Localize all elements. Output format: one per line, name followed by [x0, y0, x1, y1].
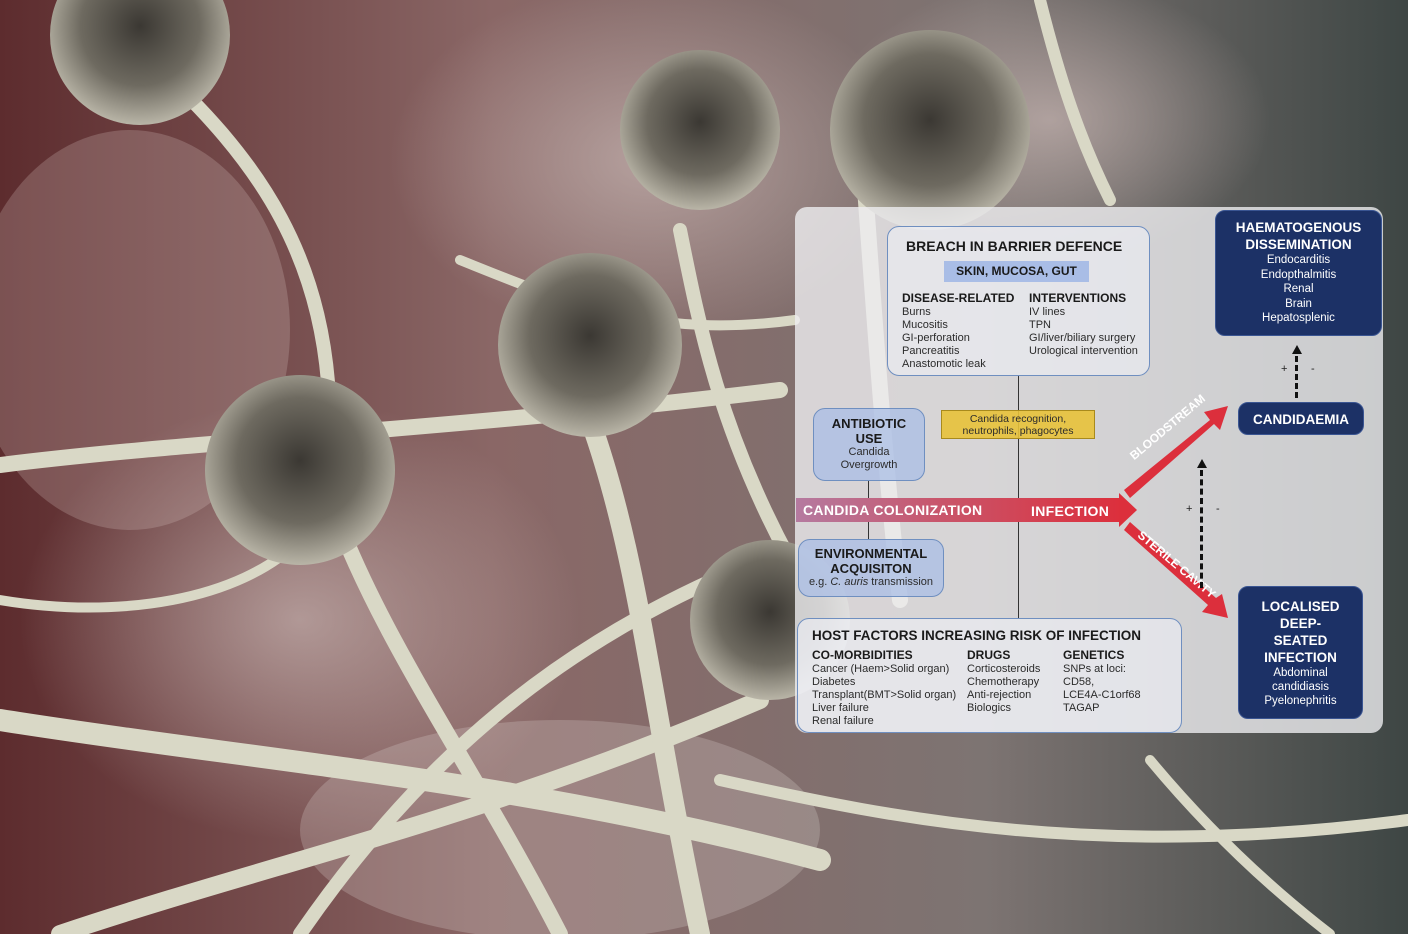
barrier-subtitle: SKIN, MUCOSA, GUT [956, 264, 1077, 278]
haematogenous-item: Hepatosplenic [1262, 312, 1335, 324]
dissemination-dashed-line [1295, 356, 1298, 398]
barrier-defence-box [887, 226, 1150, 376]
candidaemia-title: CANDIDAEMIA [1253, 412, 1349, 427]
colonization-label: CANDIDA COLONIZATION [803, 502, 983, 518]
haematogenous-item: Renal [1283, 283, 1314, 295]
intervention-item: GI/liver/biliary surgery [1029, 332, 1136, 344]
localised-title-2: DEEP- [1279, 616, 1322, 631]
comorbidities-header: CO-MORBIDITIES [812, 648, 913, 662]
haematogenous-title-1: HAEMATOGENOUS [1235, 220, 1362, 235]
localised-title-3: SEATED [1273, 633, 1328, 648]
comorbidity-item: Liver failure [812, 702, 869, 714]
antibiotic-title-1: ANTIBIOTIC [831, 416, 907, 431]
candidaemia-dashed-line [1200, 470, 1203, 588]
environmental-sub-prefix: e.g. [808, 576, 831, 588]
genetics-item: TAGAP [1063, 702, 1100, 714]
genetics-column: GENETICS SNPs at loci: CD58, LCE4A-C1orf… [1063, 648, 1141, 715]
localised-item: Pyelonephritis [1264, 695, 1337, 707]
plus-sign: + [1281, 363, 1288, 375]
environmental-title-1: ENVIRONMENTAL [814, 546, 928, 561]
drug-item: Biologics [967, 702, 1012, 714]
antibiotic-use-box [813, 408, 925, 481]
environmental-sub: e.g. C. auris transmission [798, 576, 944, 589]
antibiotic-sub-1: Candida [848, 446, 890, 458]
barrier-defence-title: BREACH IN BARRIER DEFENCE [906, 238, 1123, 254]
environmental-sub-species: C. auris [830, 576, 869, 588]
genetics-item: SNPs at loci: [1063, 663, 1126, 675]
infection-label: INFECTION [1031, 503, 1110, 519]
localised-item: Abdominal [1273, 667, 1328, 679]
antibiotic-sub-2: Overgrowth [840, 459, 898, 471]
intervention-item: TPN [1029, 319, 1051, 331]
candida-recognition-box: Candida recognition, neutrophils, phagoc… [941, 410, 1095, 439]
recognition-line-1: Candida recognition, [969, 413, 1067, 425]
disease-related-column: DISEASE-RELATED Burns Mucositis GI-perfo… [902, 291, 1014, 371]
disease-item: GI-perforation [902, 332, 970, 344]
haematogenous-item: Endopthalmitis [1260, 268, 1337, 281]
environmental-acquisition-box [798, 539, 944, 597]
dissemination-arrowhead [1292, 345, 1302, 354]
host-factors-box [797, 618, 1182, 733]
antibiotic-use-text: ANTIBIOTIC USE Candida Overgrowth [813, 416, 925, 472]
barrier-subtitle-badge: SKIN, MUCOSA, GUT [944, 261, 1089, 282]
drugs-header: DRUGS [967, 648, 1011, 662]
localised-title-1: LOCALISED [1261, 599, 1340, 614]
host-factors-title: HOST FACTORS INCREASING RISK OF INFECTIO… [812, 628, 1142, 643]
haematogenous-title-2: DISSEMINATION [1245, 237, 1352, 252]
intervention-item: IV lines [1029, 306, 1066, 318]
disease-item: Burns [902, 306, 931, 318]
localised-item: candidiasis [1272, 681, 1329, 693]
drug-item: Chemotherapy [967, 676, 1040, 688]
haematogenous-item: Brain [1285, 297, 1312, 310]
comorbidity-item: Cancer (Haem>Solid organ) [812, 663, 950, 675]
disease-item: Anastomotic leak [902, 358, 986, 370]
drugs-column: DRUGS Corticosteroids Chemotherapy Anti-… [967, 648, 1040, 715]
genetics-item: CD58, [1063, 676, 1095, 688]
interventions-column: INTERVENTIONS IV lines TPN GI/liver/bili… [1029, 291, 1138, 358]
bloodstream-arrow [1124, 406, 1228, 498]
disease-item: Mucositis [902, 319, 948, 331]
comorbidity-item: Transplant(BMT>Solid organ) [812, 689, 957, 701]
connector-line [1018, 376, 1019, 618]
haematogenous-item: Endocarditis [1266, 254, 1331, 266]
comorbidities-column: CO-MORBIDITIES Cancer (Haem>Solid organ)… [812, 648, 956, 728]
comorbidity-item: Diabetes [812, 676, 856, 688]
drug-item: Anti-rejection [967, 689, 1032, 701]
branch-arrows [1124, 406, 1228, 618]
interventions-header: INTERVENTIONS [1029, 291, 1127, 305]
recognition-line-2: neutrophils, phagocytes [962, 425, 1074, 437]
colonization-infection-arrowhead [1119, 493, 1137, 527]
disease-item: Pancreatitis [902, 345, 960, 357]
genetics-item: LCE4A-C1orf68 [1063, 689, 1141, 701]
comorbidity-item: Renal failure [812, 715, 874, 727]
minus-sign: - [1311, 363, 1315, 375]
colonization-infection-bar [796, 498, 1121, 522]
localised-title-4: INFECTION [1264, 650, 1337, 665]
candidaemia-box: CANDIDAEMIA [1238, 402, 1364, 435]
environmental-title-2: ACQUISITON [830, 561, 912, 576]
genetics-header: GENETICS [1063, 648, 1125, 662]
minus-sign: - [1216, 503, 1220, 515]
intervention-item: Urological intervention [1029, 345, 1138, 357]
environmental-sub-suffix: transmission [868, 576, 934, 588]
environmental-text: ENVIRONMENTAL ACQUISITON e.g. C. auris t… [798, 546, 944, 589]
plus-sign: + [1186, 503, 1193, 515]
candidaemia-arrowhead [1197, 459, 1207, 468]
drug-item: Corticosteroids [967, 663, 1041, 675]
antibiotic-title-2: USE [855, 431, 883, 446]
haematogenous-dissemination-box: HAEMATOGENOUS DISSEMINATION Endocarditis… [1215, 210, 1382, 336]
sterile-cavity-arrow [1124, 522, 1228, 618]
disease-related-header: DISEASE-RELATED [902, 291, 1015, 305]
localised-infection-box: LOCALISED DEEP- SEATED INFECTION Abdomin… [1238, 586, 1363, 719]
